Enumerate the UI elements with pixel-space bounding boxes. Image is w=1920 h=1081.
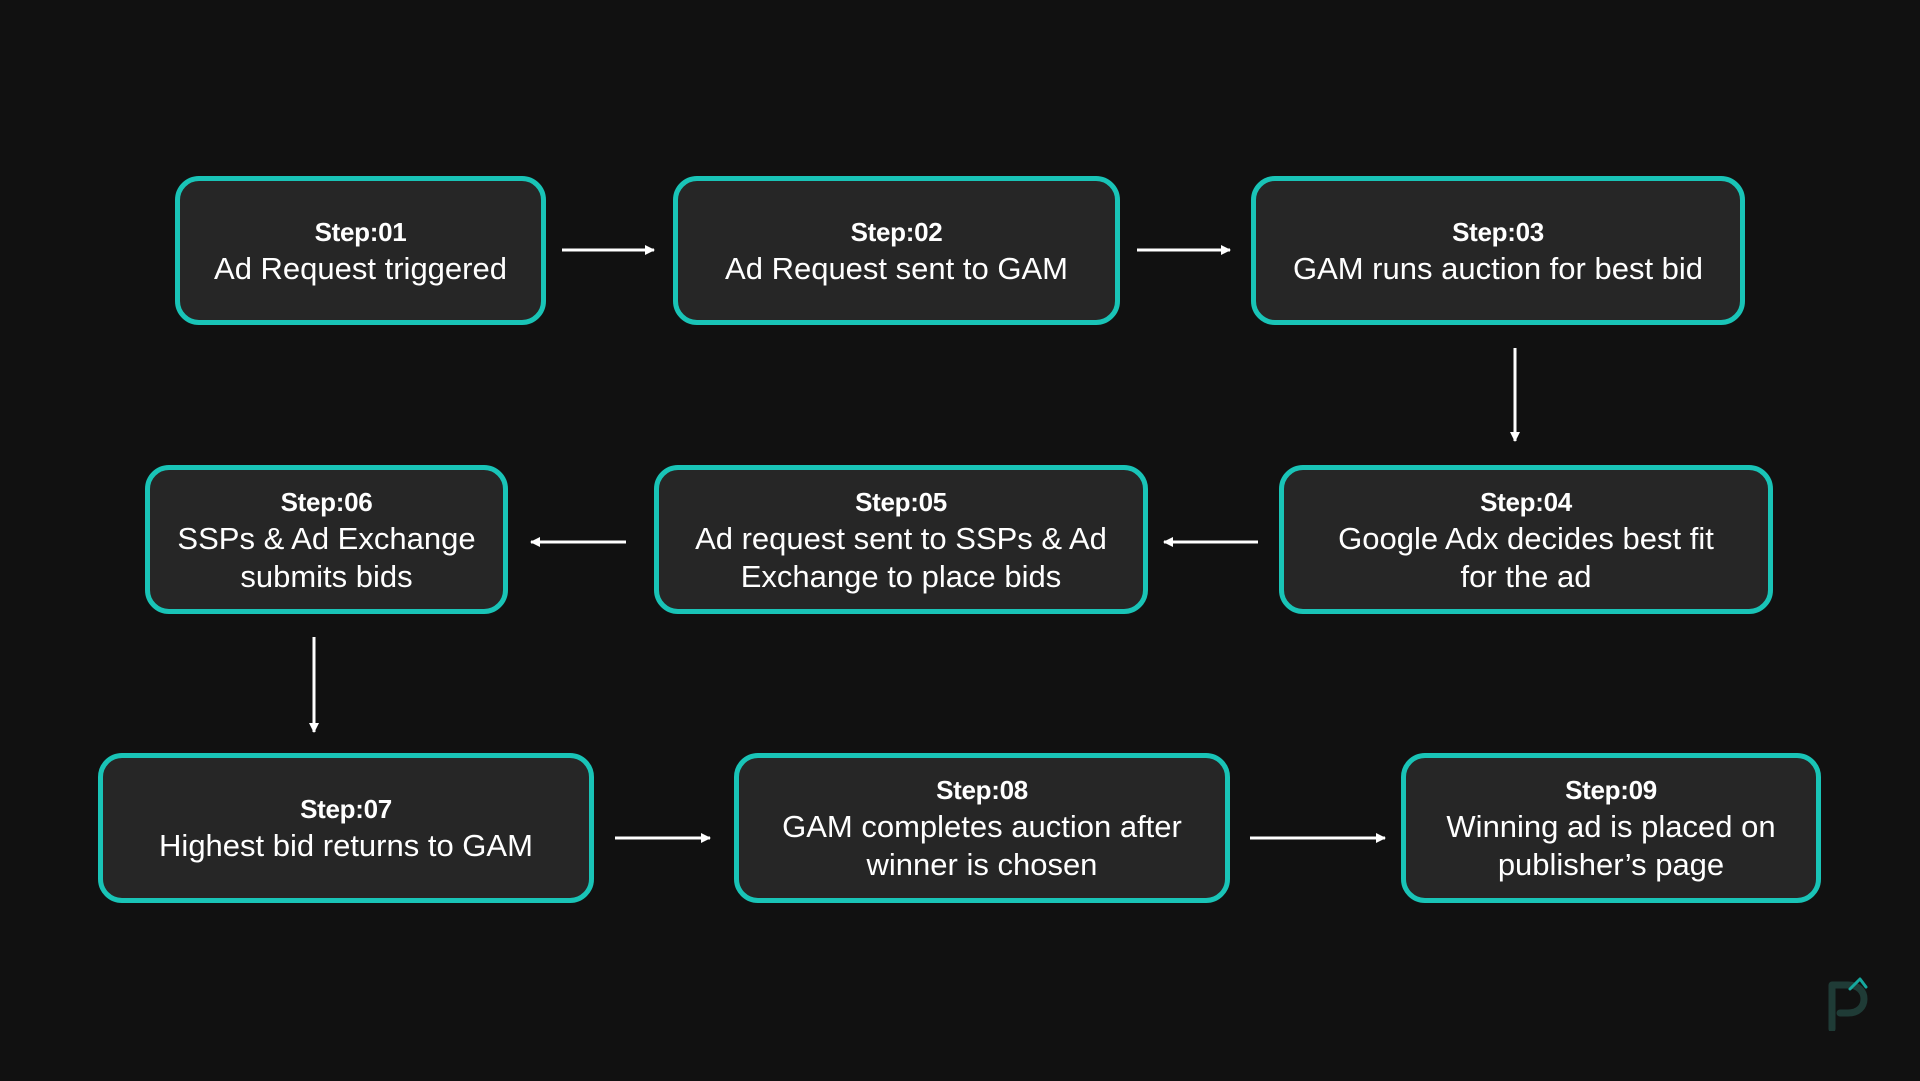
step-06-box: Step:06 SSPs & Ad Exchange submits bids	[145, 465, 508, 614]
step-04-box: Step:04 Google Adx decides best fit for …	[1279, 465, 1773, 614]
step-number: Step:09	[1565, 775, 1657, 805]
brand-logo-icon	[1828, 977, 1868, 1031]
step-number: Step:06	[280, 486, 373, 517]
step-number: Step:05	[855, 486, 947, 517]
step-number: Step:04	[1480, 486, 1572, 517]
step-number: Step:07	[300, 794, 392, 824]
step-08-box: Step:08 GAM completes auction after winn…	[734, 753, 1230, 903]
step-02-box: Step:02 Ad Request sent to GAM	[673, 176, 1120, 325]
step-number: Step:08	[936, 775, 1028, 805]
step-description: Ad request sent to SSPs & Ad Exchange to…	[695, 520, 1107, 594]
step-number: Step:01	[314, 216, 407, 247]
step-description: Highest bid returns to GAM	[159, 828, 533, 863]
step-03-box: Step:03 GAM runs auction for best bid	[1251, 176, 1745, 325]
step-description: Ad Request triggered	[214, 250, 507, 286]
step-number: Step:02	[850, 216, 943, 247]
step-description: Google Adx decides best fit for the ad	[1338, 520, 1714, 594]
step-description: GAM runs auction for best bid	[1292, 250, 1704, 286]
step-05-box: Step:05 Ad request sent to SSPs & Ad Exc…	[654, 465, 1148, 614]
step-description: SSPs & Ad Exchange submits bids	[177, 520, 476, 594]
step-description: Winning ad is placed on publisher’s page	[1446, 809, 1776, 882]
step-09-box: Step:09 Winning ad is placed on publishe…	[1401, 753, 1821, 903]
step-description: GAM completes auction after winner is ch…	[782, 809, 1182, 882]
step-01-box: Step:01 Ad Request triggered	[175, 176, 546, 325]
step-description: Ad Request sent to GAM	[725, 250, 1068, 286]
step-number: Step:03	[1452, 216, 1544, 247]
step-07-box: Step:07 Highest bid returns to GAM	[98, 753, 594, 903]
